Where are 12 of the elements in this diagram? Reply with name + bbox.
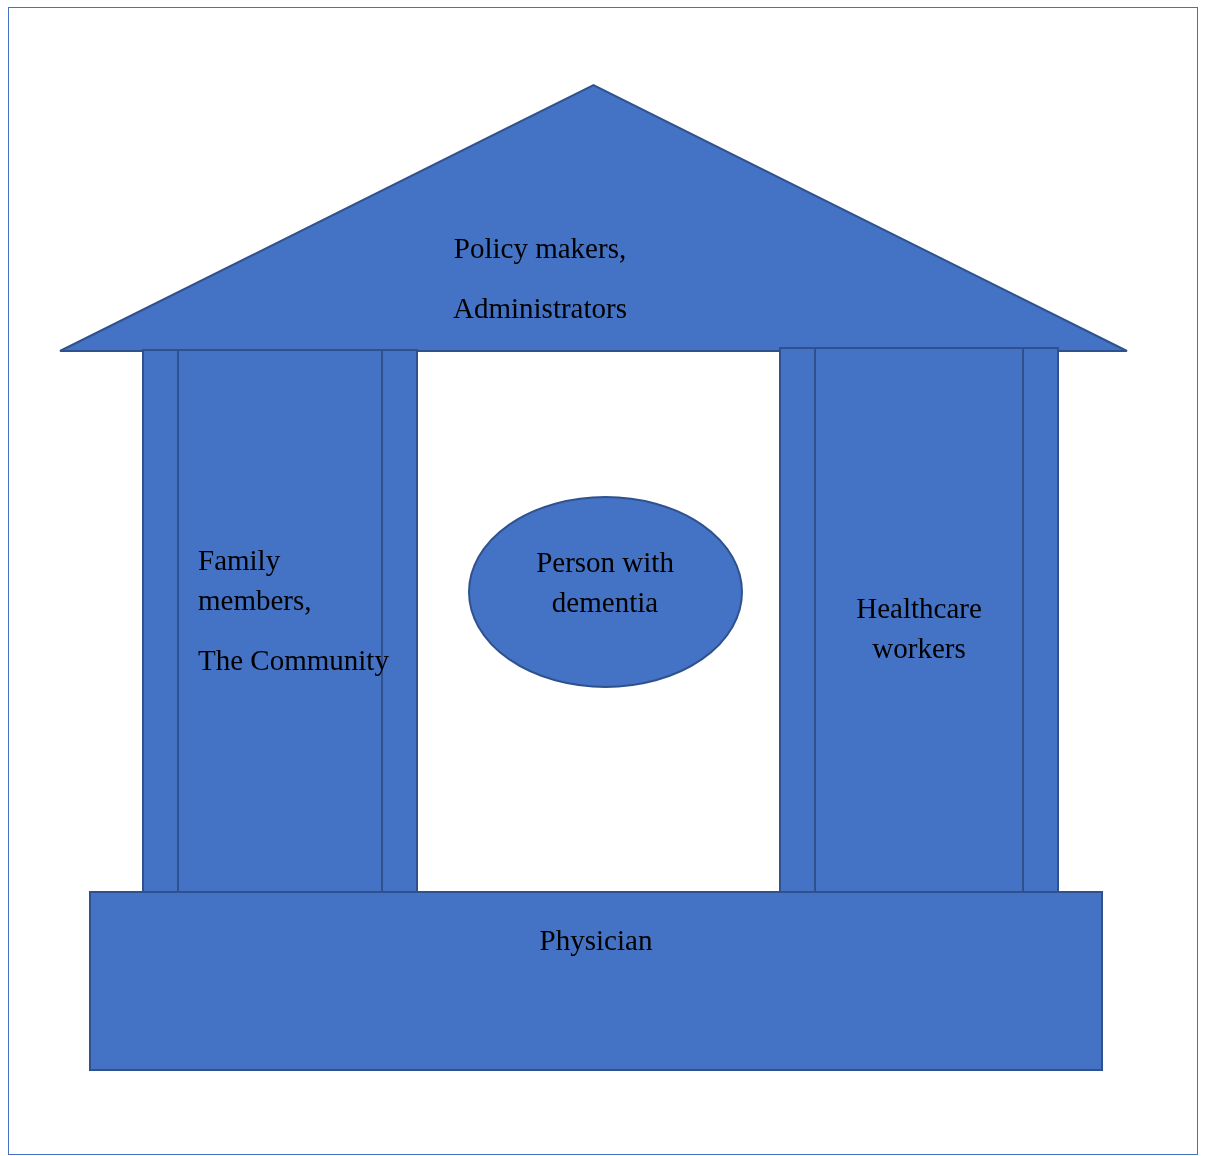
node-label: Person with dementia	[535, 545, 675, 620]
node-label: The Community	[198, 643, 390, 678]
ellipse	[468, 496, 743, 688]
node-label: Physician	[538, 923, 654, 958]
pillar	[780, 348, 1058, 892]
node-label: Family members,	[198, 543, 313, 618]
base-block	[90, 892, 1102, 1070]
pillar	[143, 350, 417, 892]
node-label: Administrators	[452, 291, 628, 326]
node-label: Policy makers,	[452, 231, 628, 266]
node-label: Healthcare workers	[855, 591, 983, 666]
roof-shape	[60, 85, 1127, 351]
